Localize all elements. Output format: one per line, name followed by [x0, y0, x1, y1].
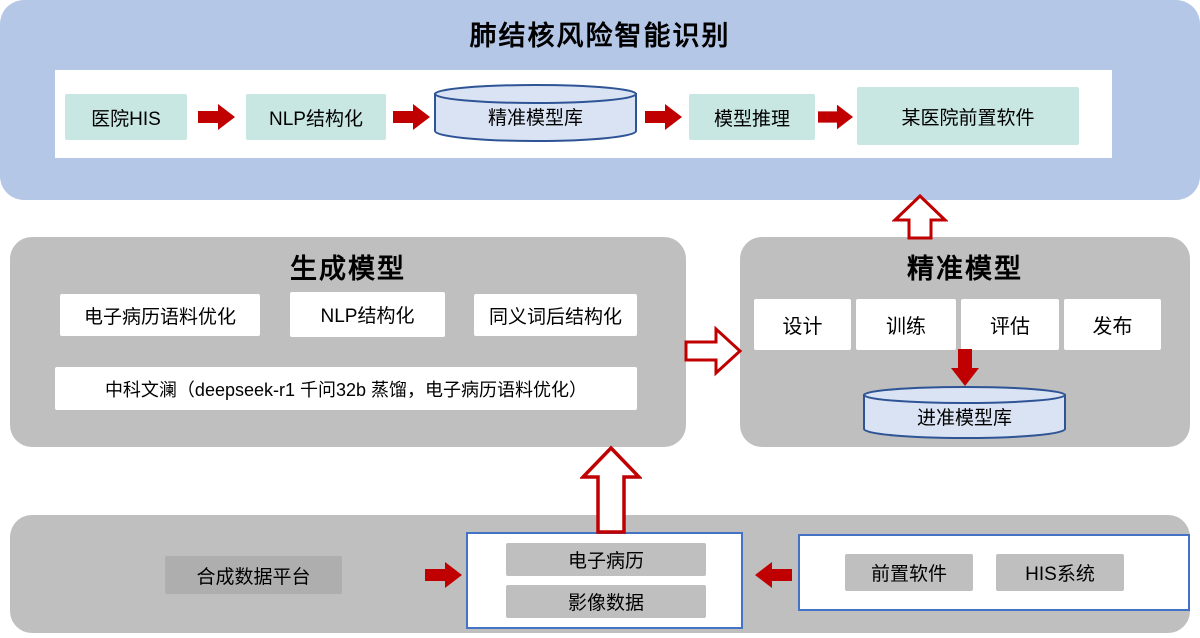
node-imaging-data: 影像数据	[506, 585, 706, 618]
generation-section-title: 生成模型	[290, 254, 406, 284]
arrow-data-to-generation-icon	[580, 445, 642, 535]
node-emr-corpus-optimization: 电子病历语料优化	[60, 294, 260, 336]
step-design: 设计	[754, 299, 851, 350]
node-synthetic-data-platform: 合成数据平台	[165, 556, 342, 594]
node-hospital-frontend-software: 某医院前置软件	[857, 87, 1079, 145]
arrow-precision-to-pipeline-icon	[892, 193, 948, 241]
precision-section-title: 精准模型	[907, 254, 1023, 284]
node-frontend-software: 前置软件	[845, 554, 973, 591]
node-hospital-his: 医院HIS	[65, 94, 187, 140]
node-emr-data: 电子病历	[506, 543, 706, 576]
step-publish: 发布	[1064, 299, 1161, 350]
arrow-right-icon	[425, 561, 463, 589]
node-nlp-structuring: NLP结构化	[246, 94, 386, 140]
risk-section-title: 肺结核风险智能识别	[469, 21, 731, 51]
precision-model-db-output-label: 进准模型库	[916, 408, 1012, 429]
precision-model-db-output-cylinder: 进准模型库	[862, 385, 1067, 441]
precision-model-db-cylinder: 精准模型库	[433, 83, 638, 143]
arrow-right-icon	[818, 103, 854, 131]
step-train: 训练	[856, 299, 956, 350]
arrow-right-icon	[393, 103, 431, 131]
arrow-left-icon	[754, 561, 792, 589]
node-zhongke-wenlan-model: 中科文澜（deepseek-r1 千问32b 蒸馏，电子病历语料优化）	[55, 367, 637, 410]
section-precision-model: 精准模型 设计 训练 评估 发布 进准模型库	[740, 237, 1190, 447]
node-his-system: HIS系统	[996, 554, 1124, 591]
step-evaluate: 评估	[961, 299, 1059, 350]
arrow-down-icon	[950, 349, 980, 387]
arrow-generation-to-precision-icon	[683, 323, 743, 379]
node-synonym-structuring: 同义词后结构化	[474, 294, 637, 336]
arrow-right-icon	[198, 103, 236, 131]
section-data-sources: 合成数据平台 电子病历 影像数据 前置软件 HIS系统	[10, 515, 1190, 633]
pipeline-container: 医院HIS NLP结构化 精准模型库 模型推理	[55, 70, 1112, 158]
arrow-right-icon	[645, 103, 683, 131]
node-gen-nlp-structuring: NLP结构化	[290, 292, 445, 337]
node-model-inference: 模型推理	[689, 94, 815, 140]
clinical-data-container: 电子病历 影像数据	[466, 532, 743, 629]
section-generation-model: 生成模型 电子病历语料优化 NLP结构化 同义词后结构化 中科文澜（deepse…	[10, 237, 686, 447]
hospital-systems-container: 前置软件 HIS系统	[798, 534, 1190, 611]
precision-model-db-label: 精准模型库	[487, 108, 583, 129]
section-risk-identification: 肺结核风险智能识别 医院HIS NLP结构化 精准模型库 模型推理	[0, 0, 1200, 200]
